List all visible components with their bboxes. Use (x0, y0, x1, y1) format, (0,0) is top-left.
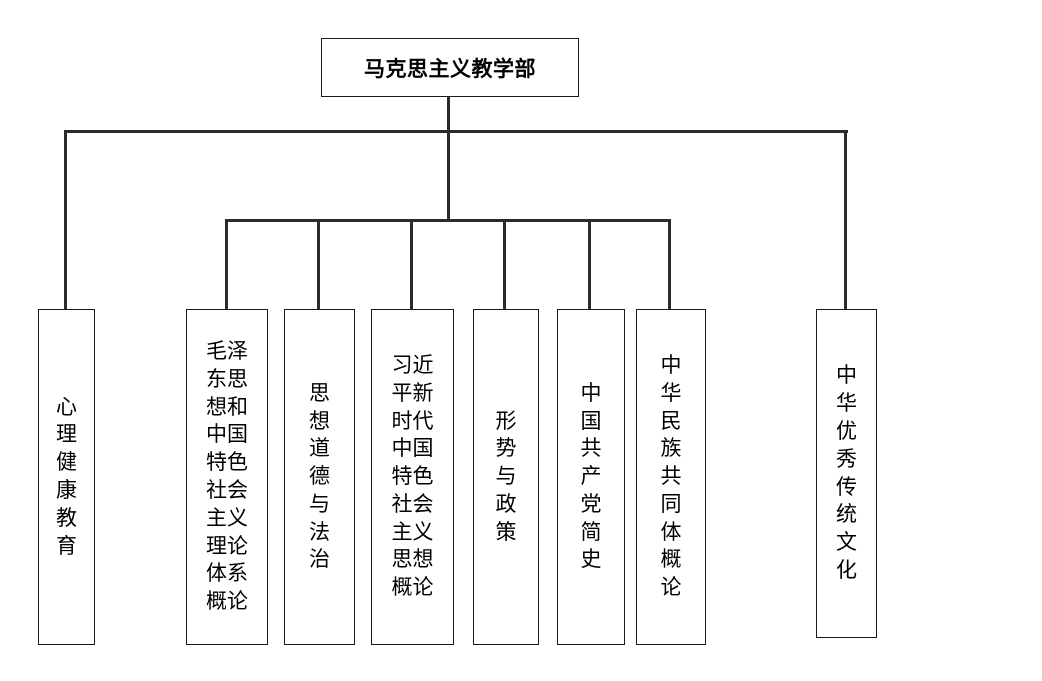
root-label: 马克思主义教学部 (364, 56, 536, 81)
department-node-party-history: 中国共产党简史 (557, 309, 625, 645)
department-label: 中华优秀传统文化 (836, 363, 857, 582)
drop-line-2 (317, 219, 320, 310)
drop-line-5 (588, 219, 591, 310)
department-label: 中国共产党简史 (580, 380, 602, 572)
department-label: 心理健康教育 (56, 394, 77, 558)
department-node-xi-thought: 习近平新时代中国特色社会主义思想概论 (371, 309, 454, 645)
department-label: 形势与政策 (495, 408, 517, 544)
upper-branch-line (64, 130, 848, 133)
department-node-national-community: 中华民族共同体概论 (636, 309, 706, 645)
department-node-morality-law: 思想道德与法治 (284, 309, 355, 645)
department-label: 毛泽东思想和中国特色社会主义理论体系概论 (206, 339, 248, 614)
drop-line-right (844, 130, 847, 310)
department-label: 习近平新时代中国特色社会主义思想概论 (391, 352, 434, 600)
drop-line-6 (668, 219, 671, 310)
department-node-situation-policy: 形势与政策 (473, 309, 539, 645)
root-node: 马克思主义教学部 (321, 38, 579, 97)
department-node-traditional-culture: 中华优秀传统文化 (816, 309, 877, 638)
department-node-mao-theory: 毛泽东思想和中国特色社会主义理论体系概论 (186, 309, 268, 645)
drop-line-left (64, 130, 67, 310)
root-stem-line (447, 97, 450, 220)
drop-line-1 (225, 219, 228, 310)
drop-line-3 (410, 219, 413, 310)
lower-branch-line (225, 219, 671, 222)
department-node-mental-health: 心理健康教育 (38, 309, 95, 645)
department-label: 思想道德与法治 (309, 380, 330, 572)
department-label: 中华民族共同体概论 (660, 352, 682, 600)
drop-line-4 (503, 219, 506, 310)
